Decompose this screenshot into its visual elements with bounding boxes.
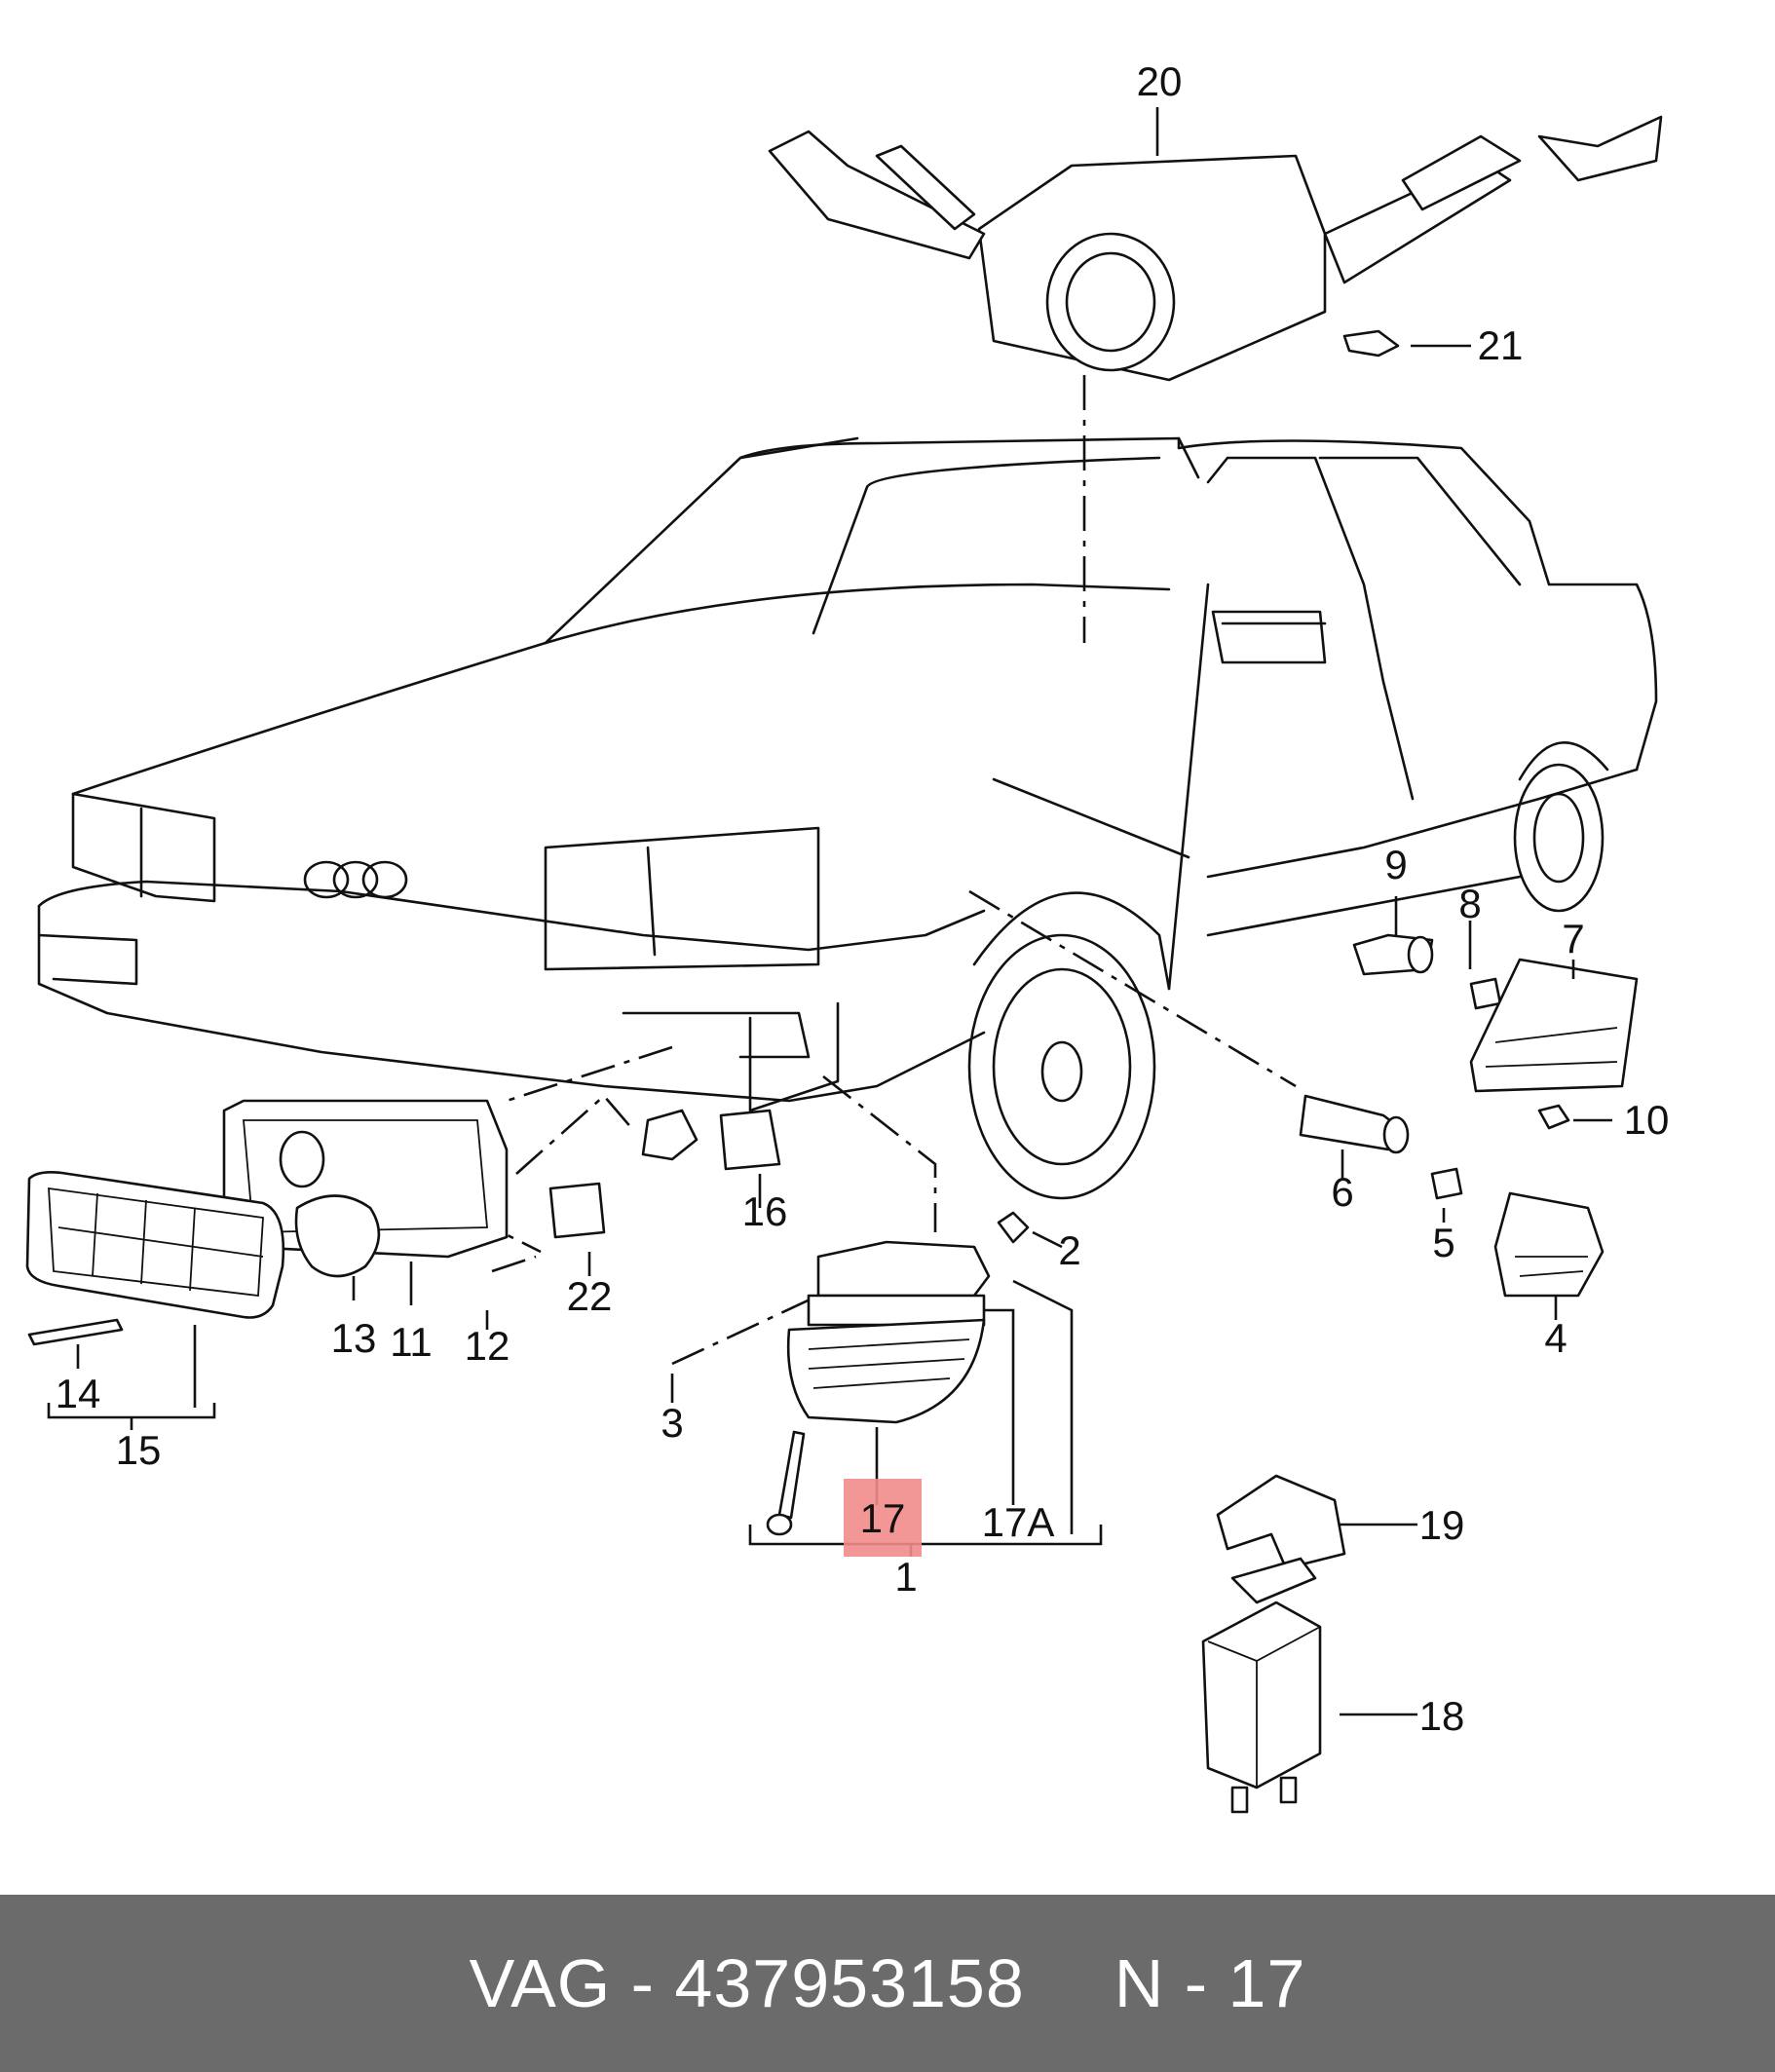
label-15: 15 xyxy=(116,1427,162,1473)
leader-lines xyxy=(47,107,1612,1716)
label-17a: 17A xyxy=(982,1499,1055,1545)
part-number-footer: VAG - 437953158 N - 17 xyxy=(0,1895,1775,2072)
brand-part-number: VAG - 437953158 xyxy=(469,1945,1025,2021)
clip-and-relay xyxy=(1201,1474,1346,1814)
label-1: 1 xyxy=(894,1554,917,1600)
label-17: 17 xyxy=(860,1495,906,1541)
label-11: 11 xyxy=(390,1319,433,1365)
label-19: 19 xyxy=(1419,1502,1465,1548)
label-5: 5 xyxy=(1432,1220,1454,1265)
lamp-parts xyxy=(1299,933,1639,1298)
label-14: 14 xyxy=(56,1371,101,1416)
callout-labels: 20 21 9 8 7 10 6 5 4 2 16 22 13 11 12 14… xyxy=(56,58,1670,1739)
label-10: 10 xyxy=(1624,1097,1670,1143)
parts-diagram: 20 21 9 8 7 10 6 5 4 2 16 22 13 11 12 14… xyxy=(25,58,1670,1814)
callout-reference: N - 17 xyxy=(1114,1945,1306,2021)
label-2: 2 xyxy=(1058,1227,1080,1273)
label-4: 4 xyxy=(1544,1315,1567,1361)
car-outline xyxy=(37,436,1658,1200)
connectors xyxy=(548,1109,781,1239)
combination-switch xyxy=(768,115,1663,382)
label-7: 7 xyxy=(1562,916,1584,961)
label-12: 12 xyxy=(465,1323,510,1369)
label-20: 20 xyxy=(1137,58,1183,104)
label-9: 9 xyxy=(1384,842,1407,887)
highlight-box xyxy=(844,1479,922,1557)
label-16: 16 xyxy=(742,1188,788,1234)
label-22: 22 xyxy=(567,1273,613,1319)
label-18: 18 xyxy=(1419,1693,1465,1739)
label-3: 3 xyxy=(661,1400,683,1446)
label-8: 8 xyxy=(1458,881,1481,926)
label-6: 6 xyxy=(1331,1169,1353,1215)
label-21: 21 xyxy=(1478,322,1524,368)
fog-lamp-assembly xyxy=(25,1099,509,1346)
label-13: 13 xyxy=(331,1315,377,1361)
side-marker-lamp xyxy=(766,1211,1030,1536)
